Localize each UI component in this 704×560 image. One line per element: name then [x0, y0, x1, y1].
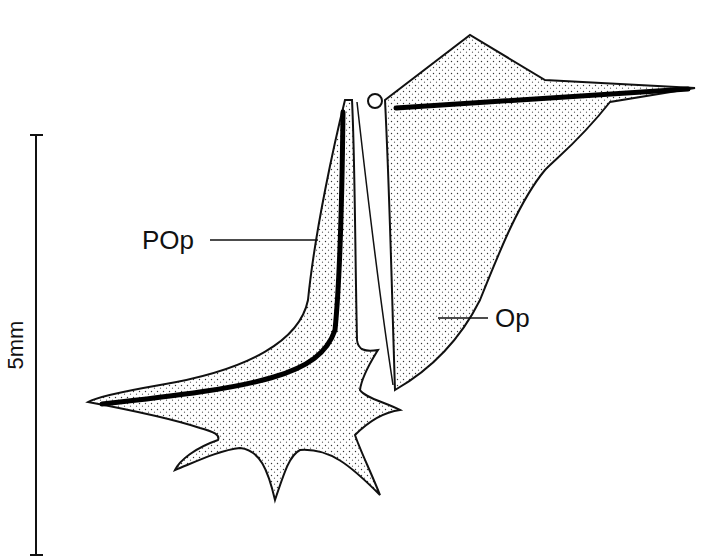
- opercular-ridge: [396, 89, 688, 108]
- opercle-bone: [385, 35, 695, 390]
- leader-line: [210, 239, 318, 241]
- part-label: POp: [140, 227, 196, 253]
- leader-line: [438, 317, 488, 319]
- articular-knob: [368, 94, 382, 108]
- part-label: Op: [493, 305, 532, 331]
- scale-label: 5mm: [5, 319, 27, 372]
- preopercle-bone: [88, 100, 400, 500]
- scale-bar: [30, 135, 43, 555]
- sensory-canal: [102, 112, 343, 404]
